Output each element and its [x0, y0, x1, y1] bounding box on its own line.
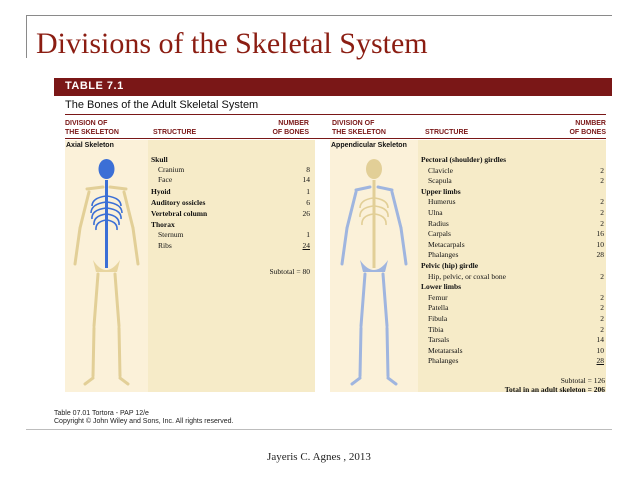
structure-group-label: Auditory ossicles [151, 197, 206, 207]
structure-group-label: Thorax [151, 220, 175, 230]
slide-title: Divisions of the Skeletal System [36, 27, 428, 60]
bone-count: 2 [600, 165, 604, 175]
appendicular-subtotal: Subtotal = 126 [560, 376, 605, 385]
header-number-appendicular: NUMBER OF BONES [569, 120, 606, 136]
structure-group-label: Hyoid [151, 186, 171, 196]
bone-count: 10 [596, 345, 605, 355]
appendicular-section-title: Appendicular Skeleton [331, 142, 407, 149]
bone-count: 2 [600, 303, 604, 313]
skeleton-total: Total in an adult skeleton = 206 [504, 385, 605, 394]
bone-count: 2 [600, 271, 604, 281]
bone-count: 28 [596, 250, 605, 260]
axial-section-title: Axial Skeleton [66, 142, 114, 149]
structure-group-label: Upper limbs [421, 186, 461, 196]
bone-count: 28 [596, 356, 605, 366]
structure-item-label: Cranium [158, 165, 185, 175]
appendicular-structure-panel [418, 140, 606, 392]
bone-count: 26 [302, 209, 311, 218]
bone-count: 6 [306, 197, 310, 207]
slide-bottom-rule [26, 429, 612, 430]
axial-skeleton-figure [73, 159, 140, 386]
structure-item-label: Humerus [428, 197, 456, 207]
slide-corner-rule-vertical [26, 15, 27, 58]
header-division-axial: DIVISION OF THE SKELETON [65, 120, 119, 136]
structure-item-label: Femur [428, 292, 448, 302]
bone-count: 14 [302, 175, 311, 185]
header-rule-bottom [65, 138, 606, 139]
appendicular-skeleton-figure [340, 159, 408, 386]
structure-item-label: Fibula [428, 314, 448, 323]
table-label: TABLE 7.1 [65, 80, 124, 92]
structure-item-label: Ulna [428, 208, 443, 217]
structure-item-label: Sternum [158, 230, 184, 240]
structure-item-label: Phalanges [428, 250, 459, 260]
bone-count: 2 [600, 208, 604, 217]
bone-count: 24 [302, 240, 311, 250]
table-source-line: Table 07.01 Tortora - PAP 12/e [54, 410, 149, 417]
structure-item-label: Radius [428, 218, 449, 228]
header-structure-axial: STRUCTURE [153, 129, 197, 136]
structure-item-label: Patella [428, 303, 449, 313]
structure-item-label: Phalanges [428, 356, 459, 366]
structure-item-label: Tibia [428, 324, 444, 334]
structure-item-label: Carpals [428, 229, 451, 239]
bone-count: 8 [306, 165, 310, 175]
header-structure-appendicular: STRUCTURE [425, 129, 469, 136]
header-division-appendicular: DIVISION OF THE SKELETON [332, 120, 386, 136]
structure-item-label: Metacarpals [428, 239, 465, 249]
bone-count: 2 [600, 197, 604, 207]
bone-count: 2 [600, 176, 604, 186]
table-copyright-line: Copyright © John Wiley and Sons, Inc. Al… [54, 418, 234, 425]
bone-count: 10 [596, 239, 605, 249]
bone-count: 1 [306, 186, 310, 196]
structure-group-label: Pelvic (hip) girdle [421, 261, 479, 270]
structure-group-label: Lower limbs [421, 282, 462, 292]
bone-count: 1 [306, 230, 310, 240]
axial-structure-panel [148, 140, 315, 392]
bone-count: 16 [596, 229, 605, 239]
bone-count: 2 [600, 292, 604, 302]
structure-group-label: Skull [151, 155, 168, 164]
axial-subtotal: Subtotal = 80 [269, 267, 310, 276]
structure-group-label: Pectoral (shoulder) girdles [421, 155, 506, 164]
structure-item-label: Metatarsals [428, 345, 463, 355]
structure-group-label: Vertebral column [151, 209, 208, 218]
structure-item-label: Ribs [158, 240, 172, 250]
bone-count: 2 [600, 314, 604, 323]
structure-item-label: Tarsals [428, 335, 450, 345]
slide-top-rule [26, 15, 612, 16]
structure-item-label: Hip, pelvic, or coxal bone [428, 271, 506, 281]
header-rule-top [65, 114, 606, 115]
header-number-axial: NUMBER OF BONES [272, 120, 309, 136]
bone-count: 14 [596, 335, 605, 345]
structure-item-label: Clavicle [428, 165, 453, 175]
structure-item-label: Face [158, 175, 173, 185]
structure-item-label: Scapula [428, 176, 452, 186]
table-caption: The Bones of the Adult Skeletal System [65, 99, 259, 111]
bone-count: 2 [600, 324, 604, 334]
table-header-band: TABLE 7.1 [54, 78, 612, 96]
bones-table: TABLE 7.1 The Bones of the Adult Skeleta… [54, 78, 612, 406]
slide-footer-credit: Jayeris C. Agnes , 2013 [267, 451, 371, 463]
bone-count: 2 [600, 218, 604, 228]
